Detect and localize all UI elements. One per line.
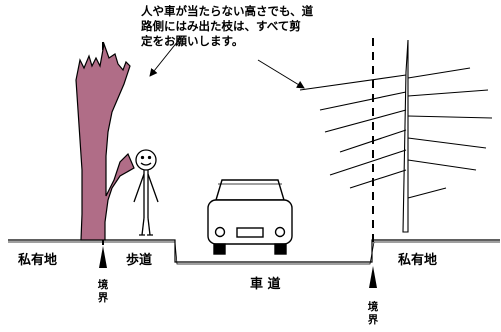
boundary-label-left: 境 界: [97, 279, 109, 305]
notice-line-2: 路側にはみ出た枝は、すべて剪: [141, 19, 301, 33]
ground-line: [8, 239, 500, 263]
callout-arrow-left: [149, 35, 183, 77]
ground-line-inner: [8, 241, 500, 265]
pruning-notice: 人や車が当たらない高さでも、道 路側にはみ出た枝は、すべて剪 定をお願いします。: [141, 4, 346, 49]
car-front: [207, 179, 293, 255]
pink-tree: [75, 41, 135, 241]
label-roadway: 車 道: [250, 277, 281, 292]
boundary-label-right-char-2: 界: [367, 314, 379, 326]
label-sidewalk: 歩道: [126, 253, 153, 268]
boundary-marker-left: [99, 246, 107, 268]
boundary-label-left-char-1: 境: [97, 279, 109, 291]
callout-arrow-right: [257, 59, 305, 89]
label-private-land-left: 私有地: [18, 253, 58, 268]
label-private-land-right: 私有地: [398, 253, 438, 268]
notice-line-1: 人や車が当たらない高さでも、道: [141, 4, 314, 18]
boundary-label-right-char-1: 境: [367, 301, 379, 313]
boundary-label-left-char-2: 界: [97, 292, 109, 304]
pedestrian-figure: [133, 149, 159, 236]
bare-tree: [299, 39, 493, 233]
boundary-marker-right: [369, 266, 377, 288]
notice-line-3: 定をお願いします。: [141, 34, 244, 48]
boundary-label-right: 境 界: [367, 301, 379, 327]
